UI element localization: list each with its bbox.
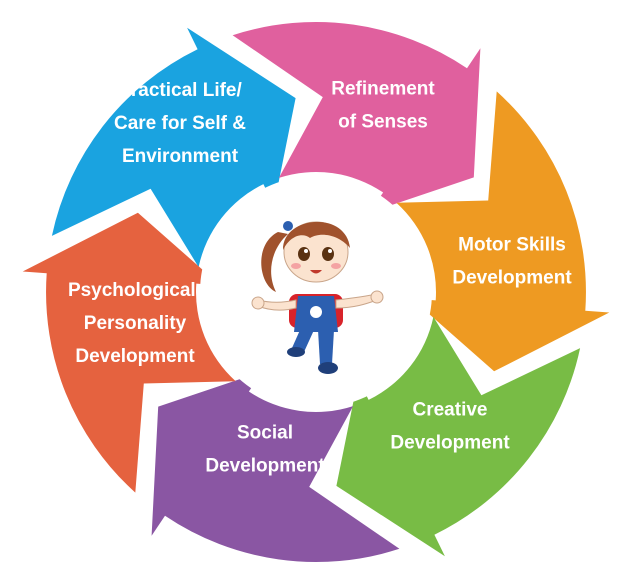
mascot-right-eye-shine bbox=[328, 249, 332, 253]
mascot-mouth bbox=[310, 270, 322, 274]
mascot-emblem bbox=[310, 306, 322, 318]
label-line: Care for Self & bbox=[114, 113, 246, 134]
mascot-left-eye bbox=[298, 247, 310, 261]
label-line: Development bbox=[452, 268, 572, 289]
label-line: Psychological- bbox=[68, 280, 202, 301]
center-hub bbox=[200, 176, 432, 408]
arrow-practical-life bbox=[51, 27, 296, 268]
mascot-left-hand bbox=[251, 296, 265, 310]
label-line: Environment bbox=[122, 146, 239, 167]
arrow-creative bbox=[336, 316, 581, 557]
label-line: of Senses bbox=[338, 112, 428, 133]
arrow-social bbox=[151, 371, 400, 562]
arrow-refinement-of-senses bbox=[232, 22, 481, 213]
label-line: Development bbox=[390, 433, 510, 454]
mascot-right-hand bbox=[370, 290, 384, 304]
label-line: Motor Skills bbox=[458, 235, 566, 256]
arrow-psychological bbox=[22, 212, 236, 493]
label-line: Development bbox=[75, 346, 195, 367]
mascot-right-leg bbox=[318, 330, 334, 364]
label-line: Refinement bbox=[331, 79, 435, 100]
mascot-right-eye bbox=[322, 247, 334, 261]
label-line: Creative bbox=[413, 400, 488, 421]
label-line: Social bbox=[237, 423, 293, 444]
mascot-hair-tie bbox=[283, 221, 293, 231]
mascot-hair bbox=[282, 221, 350, 250]
mascot-ponytail bbox=[261, 232, 288, 292]
mascot-right-cheek bbox=[331, 263, 341, 269]
label-practical-life: Practical Life/Care for Self & Environmen… bbox=[114, 80, 246, 167]
arrow-motor-skills bbox=[396, 91, 610, 372]
label-line: Practical Life/ bbox=[118, 80, 242, 101]
mascot-left-eye-shine bbox=[304, 249, 308, 253]
mascot-left-shoe bbox=[287, 347, 305, 357]
label-refinement-of-senses: Refinement of Senses bbox=[331, 79, 435, 133]
mascot-left-leg bbox=[292, 330, 314, 352]
mascot-left-cheek bbox=[291, 263, 301, 269]
child-mascot bbox=[251, 221, 384, 374]
label-line: Development bbox=[205, 456, 325, 477]
mascot-right-shoe bbox=[318, 362, 338, 374]
label-line: Personality bbox=[84, 313, 187, 334]
